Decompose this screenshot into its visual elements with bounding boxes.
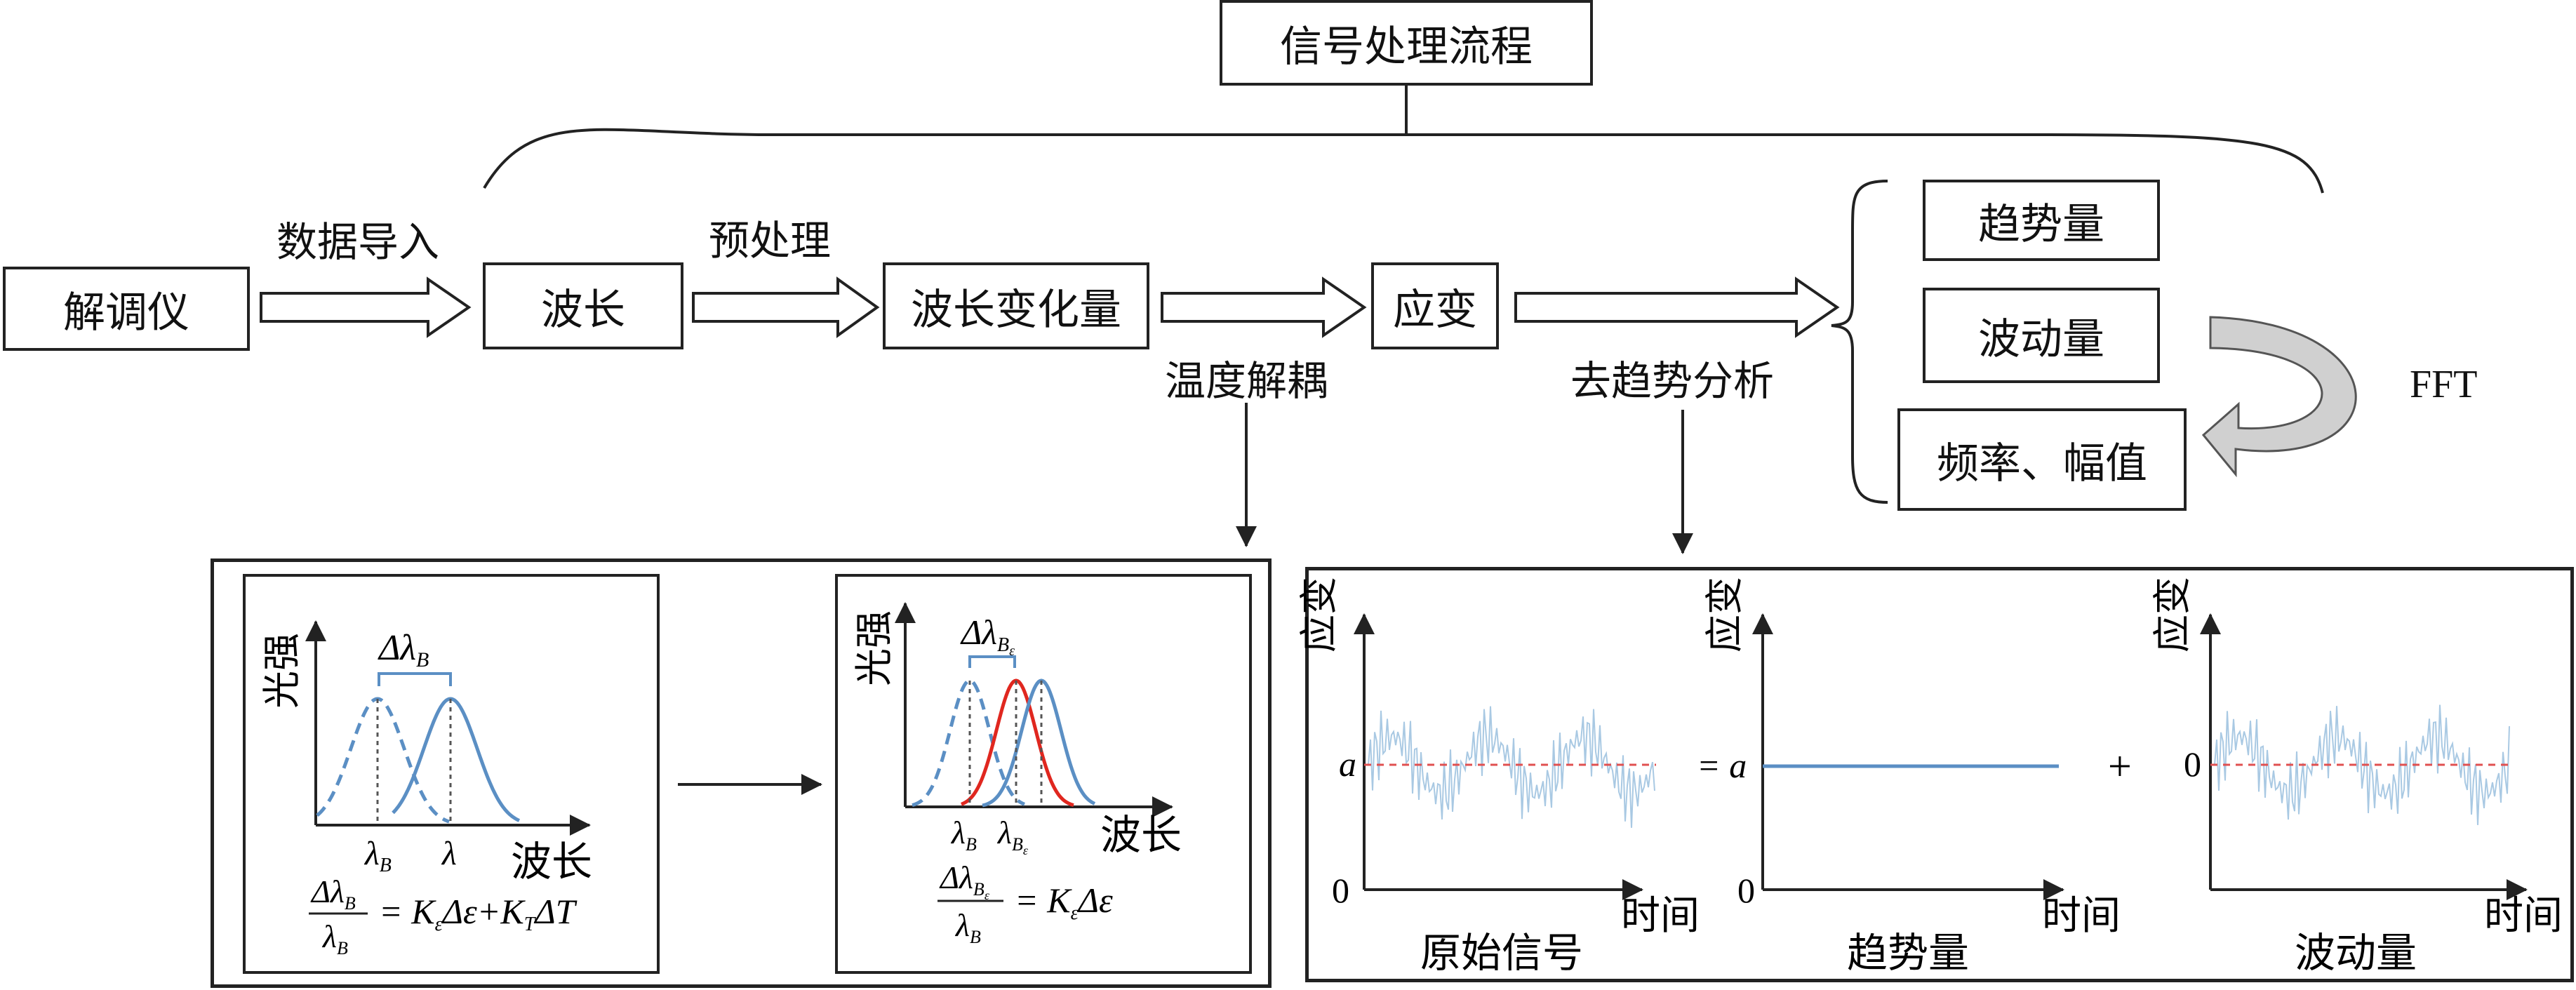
spectrum-left-y-label: 光强: [260, 633, 304, 709]
spectrum-left-eq-num: ΔλB: [310, 874, 356, 914]
spectrum-left-axes: [305, 620, 591, 836]
spectrum-right-tick-2: λBε: [996, 815, 1029, 857]
signal-fluct-caption: 波动量: [2295, 929, 2417, 977]
spectrum-right-eq-den: λB: [954, 907, 981, 947]
spectrum-right-tick-1: λB: [950, 815, 977, 855]
spectrum-left-frame: [243, 574, 660, 974]
arrow-decouple: [1161, 276, 1367, 338]
spectrum-right-axes: [895, 602, 1173, 817]
node-strain: 应变: [1371, 262, 1499, 349]
output-freq: 频率、幅值: [1897, 408, 2187, 511]
spectrum-left-shift-label: ΔλB: [378, 628, 429, 671]
output-brace: [1831, 180, 1888, 504]
spectrum-right-original-peak: [912, 678, 1025, 807]
spectrum-left-eq-rhs: = KεΔε+KTΔT: [379, 892, 578, 935]
signals-panel: [1305, 567, 2574, 982]
signal-trend-zero: 0: [1737, 871, 1755, 910]
label-decouple: 温度解耦: [1165, 357, 1328, 405]
label-fft: FFT: [2410, 363, 2478, 406]
spectrum-right-y-label: 光强: [852, 610, 896, 686]
signal-trend-eq-a: = a: [1697, 746, 1747, 785]
node-demodulator-label: 解调仪: [63, 288, 189, 337]
label-detrend: 去趋势分析: [1570, 357, 1775, 405]
output-fluct-label: 波动量: [1978, 314, 2104, 364]
spectrum-left-tick-1: λB: [363, 835, 392, 876]
signal-trend-x-label: 时间: [2042, 893, 2121, 939]
spectrum-left-x-label: 波长: [511, 838, 592, 885]
spectrum-left-shift-brace: [378, 672, 452, 686]
signal-raw-a-tick: a: [1339, 744, 1356, 784]
output-fluct: 波动量: [1923, 288, 2160, 383]
node-strain-label: 应变: [1393, 285, 1477, 335]
spectrum-right-shift-brace: [968, 655, 1016, 668]
spectrum-right-eq-num: ΔλBε: [939, 859, 990, 902]
label-preprocess: 预处理: [709, 217, 832, 265]
signal-trend-y-label: 应变: [1702, 577, 1747, 653]
signal-fluct-x-label: 时间: [2484, 893, 2563, 939]
node-wavelength-label: 波长: [541, 285, 625, 335]
signal-plot-raw: 应变 a 0 时间 原始信号: [1297, 577, 1700, 977]
spectrum-right-x-label: 波长: [1100, 811, 1182, 859]
signal-trend-caption: 趋势量: [1847, 929, 1969, 977]
arrow-import: [260, 276, 472, 338]
spectrum-right-frame: [835, 574, 1252, 974]
signal-plus: +: [2108, 743, 2132, 789]
arrow-preprocess: [692, 276, 880, 338]
signal-raw-caption: 原始信号: [1420, 929, 1583, 977]
signal-raw-trace: [1368, 706, 1655, 828]
signal-plot-fluct: 应变 0 时间 波动量: [2150, 577, 2563, 977]
signal-raw-zero: 0: [1332, 871, 1349, 910]
signal-fluct-y-label: 应变: [2150, 577, 2194, 653]
spectrum-right-shifted-peak: [982, 678, 1096, 808]
node-demodulator: 解调仪: [3, 267, 250, 351]
output-trend-label: 趋势量: [1978, 199, 2104, 249]
signal-fluct-trace: [2214, 704, 2510, 825]
node-wavelength: 波长: [483, 262, 683, 349]
spectrum-left-eq-den: λB: [321, 918, 348, 958]
spectrum-left-shifted-peak: [392, 697, 521, 822]
signal-plot-trend: 应变 = a 0 时间 趋势量: [1697, 577, 2121, 977]
spectrum-left-original-peak: [316, 697, 450, 824]
output-trend: 趋势量: [1923, 180, 2160, 261]
signal-fluct-zero-tick: 0: [2184, 744, 2201, 784]
label-import: 数据导入: [276, 218, 440, 266]
spectrum-right-strain-peak: [961, 678, 1074, 807]
node-wavelength-change: 波长变化量: [883, 262, 1149, 349]
spectra-panel: [211, 558, 1272, 988]
fft-curved-arrow: [2201, 316, 2357, 478]
signal-raw-y-label: 应变: [1297, 577, 1341, 653]
spectrum-right-shift-label: ΔλBε: [960, 613, 1015, 659]
spectrum-left-tick-2: λ: [441, 835, 457, 872]
node-wavelength-change-label: 波长变化量: [911, 285, 1121, 335]
title-text: 信号处理流程: [1280, 22, 1533, 72]
title-box: 信号处理流程: [1220, 0, 1593, 86]
output-freq-label: 频率、幅值: [1937, 439, 2147, 488]
signal-raw-x-label: 时间: [1621, 893, 1700, 939]
spectrum-right-eq-rhs: = KεΔε: [1015, 881, 1113, 924]
process-bracket: [483, 128, 2324, 194]
arrow-detrend: [1514, 276, 1840, 338]
